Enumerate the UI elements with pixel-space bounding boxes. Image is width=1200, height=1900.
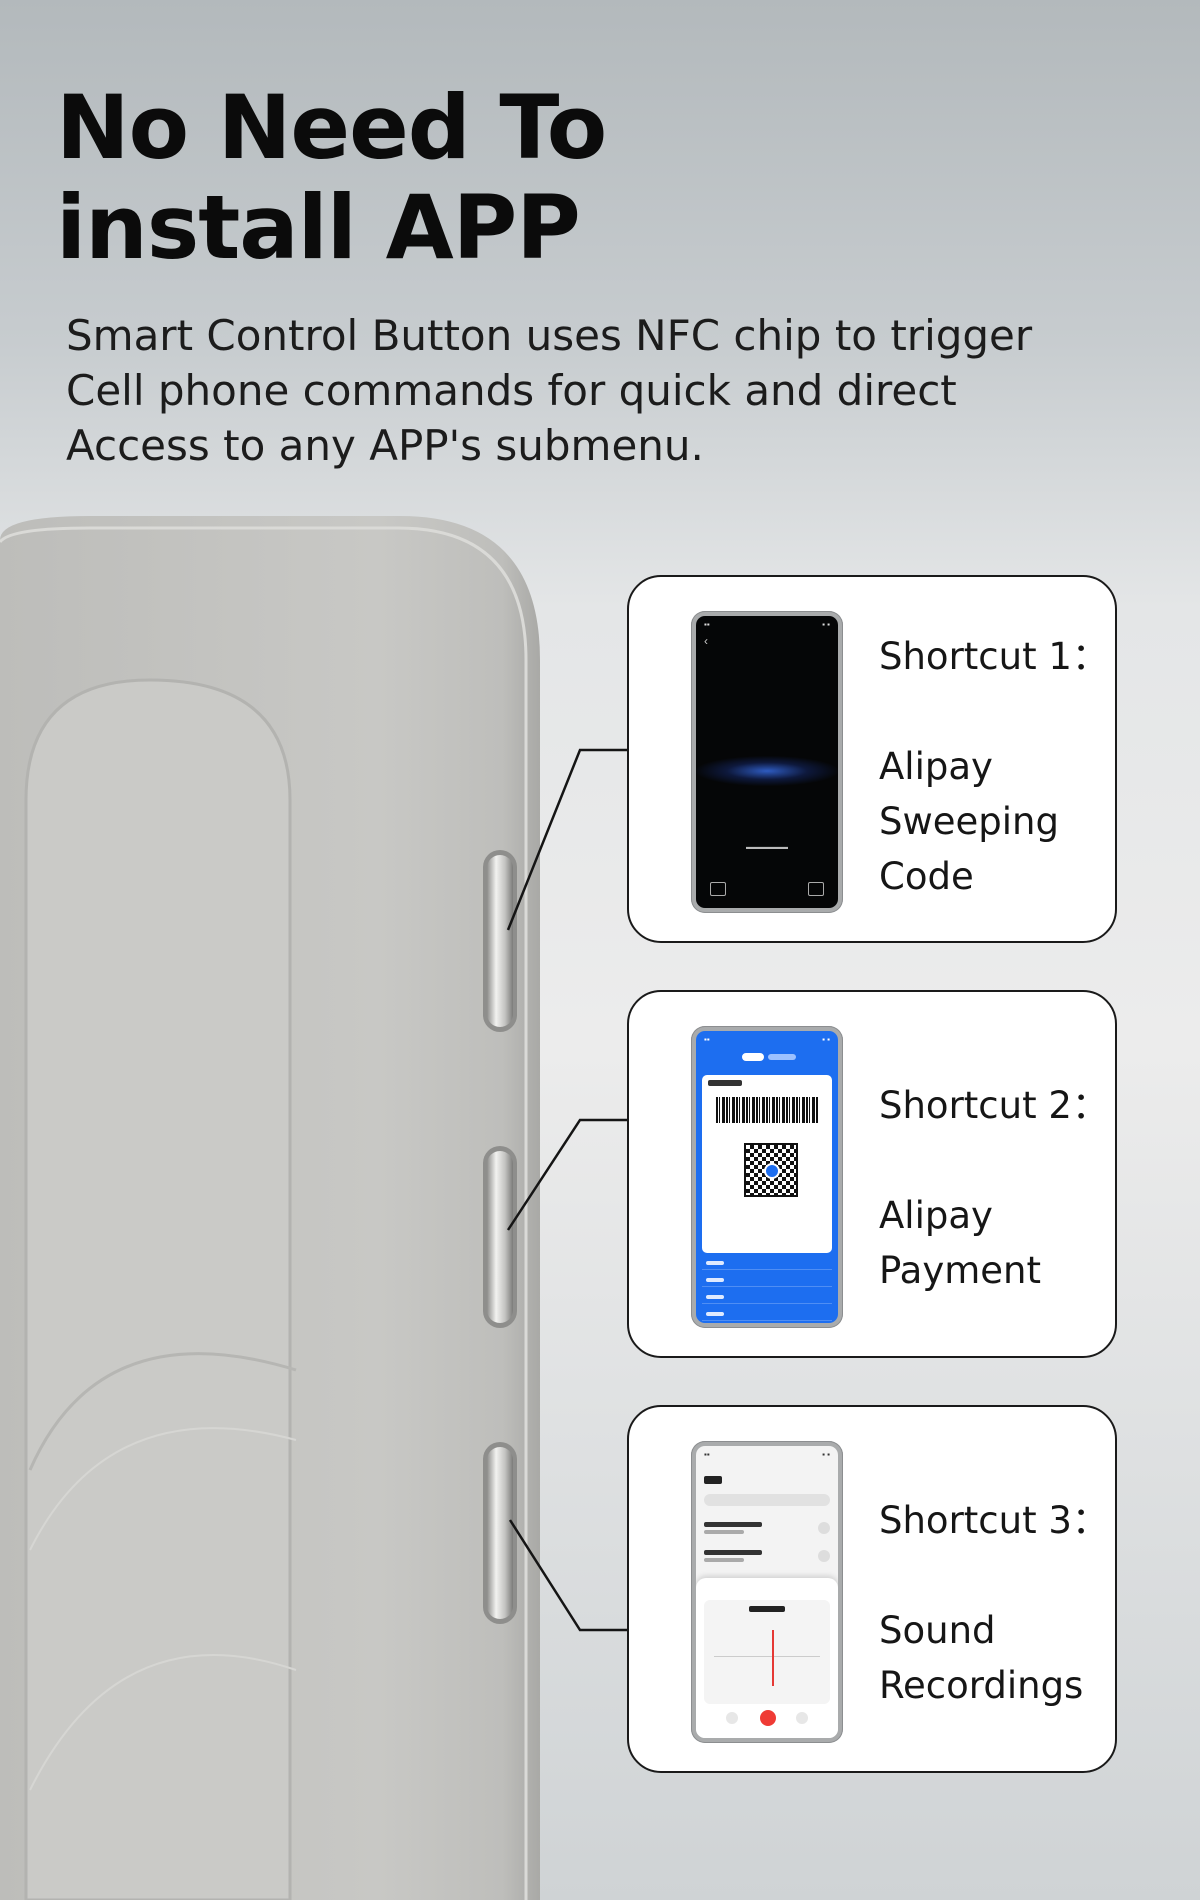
headline-line-1: No Need To <box>56 76 607 179</box>
back-arrow-icon: ‹ <box>704 634 708 648</box>
photo-icon <box>808 882 824 896</box>
shortcut-card-1[interactable]: ▪▪▪ ▪ ‹ ▬▬▬▬▬▬ Shortcut 1： Alipay Sweepi… <box>627 575 1117 943</box>
recordings-screen: ▪▪▪ ▪ <box>696 1446 838 1738</box>
shortcut-card-3[interactable]: ▪▪▪ ▪ Shortcut 3： Sound Recordings <box>627 1405 1117 1773</box>
nfc-button-1[interactable] <box>483 850 517 1032</box>
front-panel-arch <box>24 678 292 1900</box>
pause-icon <box>796 1712 808 1724</box>
description-line-2: Cell phone commands for quick and direct <box>66 366 957 415</box>
headline-line-2: install APP <box>56 176 581 279</box>
smart-control-device <box>0 516 540 1900</box>
phone-mockup-1: ▪▪▪ ▪ ‹ ▬▬▬▬▬▬ <box>691 611 843 913</box>
qr-code-icon <box>744 1143 798 1197</box>
play-icon <box>818 1550 830 1562</box>
shortcut-card-2[interactable]: ▪▪▪ ▪ Shortcut 2： Alipay Payment <box>627 990 1117 1358</box>
scan-screen: ▪▪▪ ▪ ‹ ▬▬▬▬▬▬ <box>696 616 838 908</box>
shortcut-3-desc: Sound Recordings <box>879 1609 1084 1707</box>
connector-line-2 <box>506 1118 627 1231</box>
payment-screen: ▪▪▪ ▪ <box>696 1031 838 1323</box>
shortcut-2-desc: Alipay Payment <box>879 1194 1041 1292</box>
bookmark-icon <box>726 1712 738 1724</box>
barcode-icon <box>716 1097 818 1123</box>
stop-record-icon <box>760 1710 776 1726</box>
shortcut-3-title: Shortcut 3： <box>879 1499 1109 1542</box>
headline: No Need To install APP <box>56 76 607 279</box>
shortcut-1-desc: Alipay Sweeping Code <box>879 745 1059 898</box>
album-icon <box>710 882 726 896</box>
phone-mockup-3: ▪▪▪ ▪ <box>691 1441 843 1743</box>
nfc-button-2[interactable] <box>483 1146 517 1328</box>
shortcut-1-title: Shortcut 1： <box>879 635 1109 678</box>
phone-mockup-2: ▪▪▪ ▪ <box>691 1026 843 1328</box>
nfc-button-3[interactable] <box>483 1442 517 1624</box>
description-line-3: Access to any APP's submenu. <box>66 421 704 470</box>
description-line-1: Smart Control Button uses NFC chip to tr… <box>66 311 1033 360</box>
search-bar <box>704 1494 830 1506</box>
shortcut-2-title: Shortcut 2： <box>879 1084 1109 1127</box>
description: Smart Control Button uses NFC chip to tr… <box>66 308 1066 473</box>
play-icon <box>818 1522 830 1534</box>
connector-line-1 <box>506 748 627 931</box>
connector-line-3 <box>508 1519 627 1632</box>
